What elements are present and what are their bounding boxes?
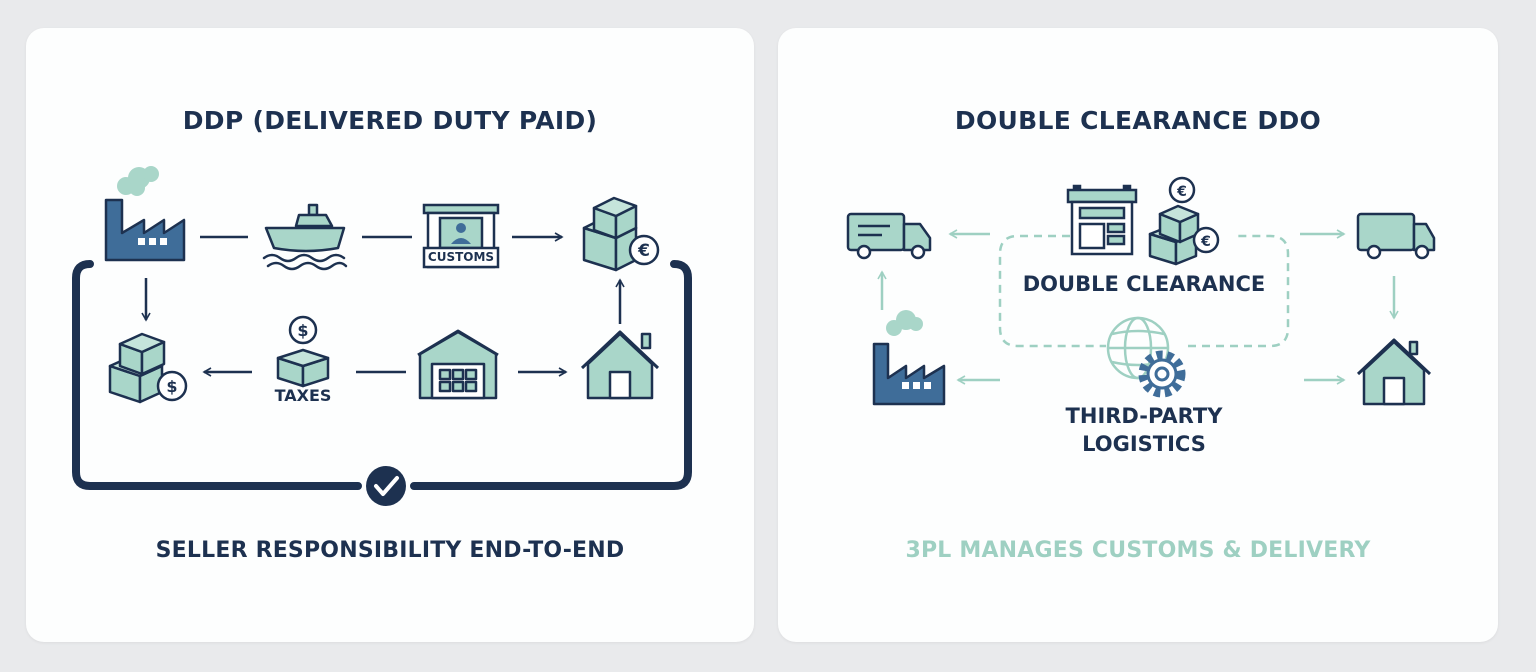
responsibility-loop [72,260,692,490]
gear-icon [1138,350,1186,398]
customs-label: CUSTOMS [427,250,495,264]
ddp-diagram: € $ $ [72,166,692,506]
svg-text:€: € [1176,184,1187,200]
truck-icon [1356,212,1436,260]
svg-text:$: $ [166,377,177,396]
boxes-euro-icon: € € [1148,176,1220,266]
ddo-title: DOUBLE CLEARANCE DDO [954,106,1322,135]
ddp-title: DDP (DELIVERED DUTY PAID) [182,106,598,135]
svg-text:$: $ [297,321,308,340]
ddo-panel: € € [778,28,1498,642]
clearance-office-icon [1066,184,1138,256]
ddp-panel: € $ $ [26,28,754,642]
svg-text:€: € [1200,234,1211,250]
clearance-dashed-box [998,234,1290,348]
factory-icon [872,310,946,406]
warehouse-icon [417,329,499,400]
ship-icon [262,203,348,271]
double-clearance-label: DOUBLE CLEARANCE [1022,272,1266,296]
ddo-caption: 3PL MANAGES CUSTOMS & DELIVERY [905,538,1371,563]
customs-booth-icon [422,203,500,269]
factory-icon [104,166,186,262]
third-party-label: THIRD-PARTY [1065,404,1223,428]
logistics-label: LOGISTICS [1082,432,1206,456]
svg-text:€: € [637,241,650,261]
boxes-dollar-icon: $ [108,332,188,404]
boxes-euro-icon: € [582,196,660,272]
house-icon [1356,338,1432,406]
checkmark-icon [366,466,406,506]
ddp-caption: SELLER RESPONSIBILITY END-TO-END [155,538,625,563]
ddo-diagram: € € [846,176,1436,406]
truck-icon [846,212,932,260]
house-icon [580,330,660,400]
taxes-label: TAXES [274,386,332,405]
taxes-dollar-box-icon: $ [276,315,330,388]
globe-icon [1106,316,1170,380]
